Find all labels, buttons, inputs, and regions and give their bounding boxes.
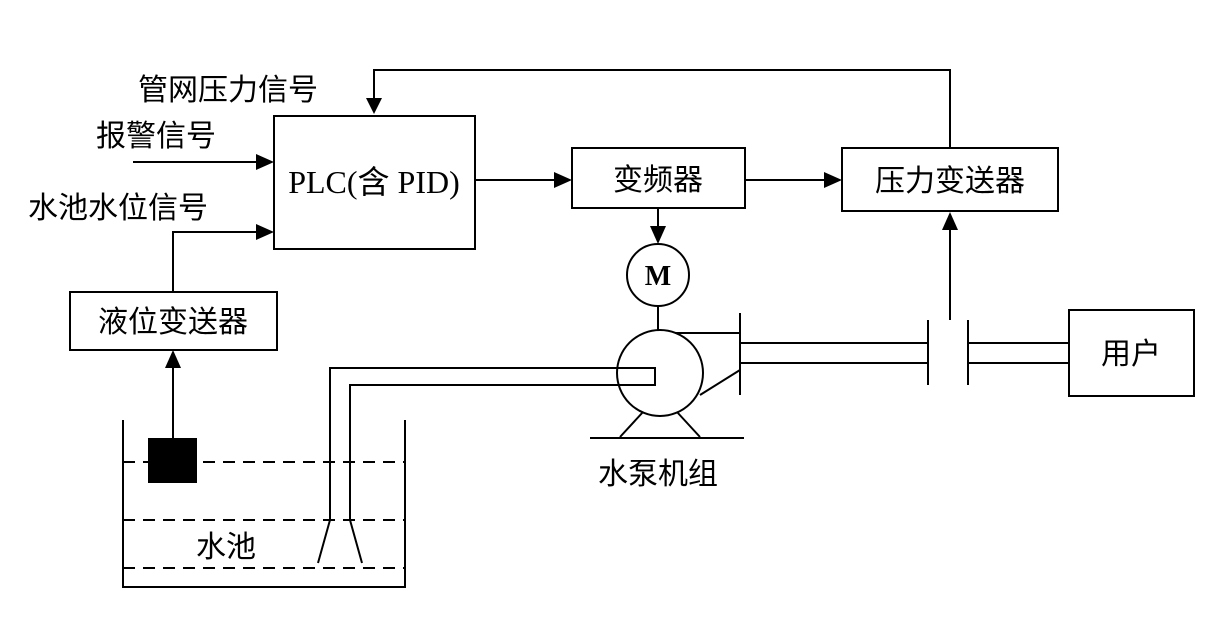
tank-level-signal-label: 水池水位信号	[28, 191, 208, 226]
level-signal-line	[172, 231, 258, 292]
user-box	[1068, 309, 1195, 397]
discharge-pipe-right	[968, 342, 1069, 364]
level-transmitter-label: 液位变送器	[98, 305, 248, 340]
alarm-signal-arrow	[256, 154, 274, 170]
suction-pipe	[329, 367, 656, 520]
discharge-pipe-left	[740, 342, 928, 364]
pressure-feedback-arrow	[366, 98, 382, 114]
inverter-box	[571, 147, 746, 209]
suction-bellmouth	[317, 519, 363, 564]
pressure-transmitter-label: 压力变送器	[875, 164, 1025, 199]
pump-body	[616, 329, 704, 417]
tank-label: 水池	[196, 530, 256, 565]
pump-unit-label: 水泵机组	[598, 457, 718, 492]
plc-to-inverter-arrow	[554, 172, 572, 188]
inverter-to-motor-arrow	[650, 226, 666, 244]
pump-volute	[675, 332, 741, 396]
pipe-pressure-signal-label: 管网压力信号	[138, 73, 318, 108]
sensor-to-transmitter-arrow	[165, 350, 181, 368]
user-label: 用户	[1101, 337, 1161, 372]
inverter-to-pressure-arrow	[824, 172, 842, 188]
level-sensor	[148, 438, 197, 483]
inverter-label: 变频器	[613, 163, 703, 198]
tank-walls	[122, 420, 406, 588]
level-signal-arrow	[256, 224, 274, 240]
alarm-signal-label: 报警信号	[96, 119, 216, 154]
pipe-tap-arrow	[942, 212, 958, 230]
level-transmitter-box	[69, 291, 278, 351]
motor-label: M	[645, 261, 671, 292]
plc-box	[273, 115, 476, 250]
plc-label: PLC(含 PID)	[288, 164, 460, 200]
pressure-feedback-line	[373, 69, 951, 148]
pump-stand	[619, 411, 701, 438]
